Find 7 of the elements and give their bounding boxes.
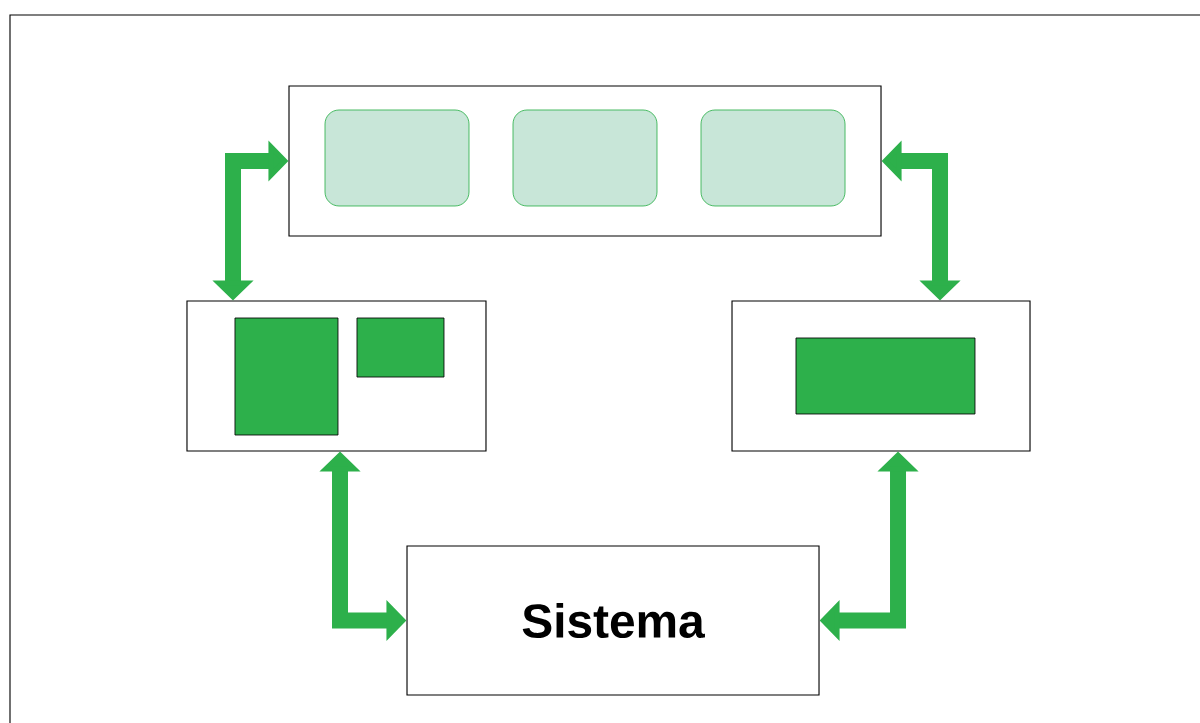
block [795, 337, 976, 415]
system-box: Sistema [406, 545, 820, 696]
rounded-box [700, 109, 846, 207]
rounded-box [512, 109, 658, 207]
block [234, 317, 339, 436]
rounded-box [324, 109, 470, 207]
block [356, 317, 445, 378]
